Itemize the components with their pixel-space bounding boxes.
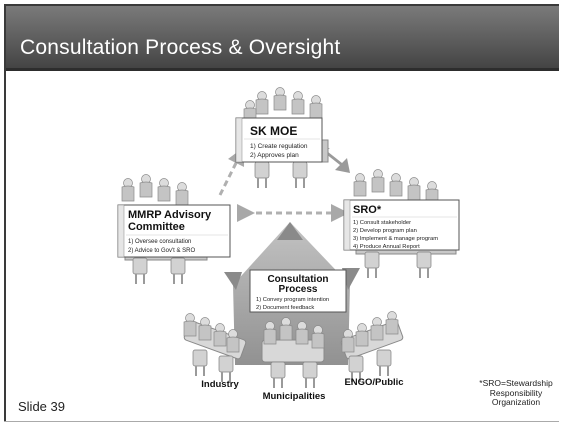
municipalities-group [261, 317, 325, 389]
consultation-item-1: 1) Convey program intention [256, 297, 329, 303]
consultation-title-2: Process [279, 284, 318, 295]
sro-item-1: 1) Consult stakeholder [353, 220, 411, 226]
title-bar: Consultation Process & Oversight [6, 6, 559, 68]
arrow-advisory-to-moe [218, 146, 245, 196]
engo-group [340, 311, 404, 383]
municipalities-label: Municipalities [263, 391, 326, 402]
arrow-up-head [277, 222, 303, 240]
arrow-left-head [224, 272, 242, 290]
footnote-line-2: Responsibility [489, 387, 543, 398]
industry-label: Industry [201, 379, 239, 390]
footnote-line-3: Organization [491, 397, 541, 407]
footnote: *SRO=Stewardship Responsibility Organiza… [470, 378, 562, 408]
advisory-item-2: 2) Advice to Gov't & SRO [128, 248, 196, 254]
consultation-title-1: Consultation [267, 274, 328, 285]
industry-group [183, 313, 247, 383]
slide-title: Consultation Process & Oversight [20, 36, 341, 59]
moe-title: SK MOE [250, 124, 297, 138]
advisory-card: MMRP Advisory Committee 1) Oversee consu… [117, 204, 231, 258]
moe-card: SK MOE 1) Create regulation 2) Approves … [235, 117, 323, 163]
sro-item-4: 4) Produce Annual Report [353, 244, 420, 250]
sro-card: SRO* 1) Consult stakeholder 2) Develop p… [343, 199, 460, 251]
moe-item-2: 2) Approves plan [250, 152, 299, 159]
sro-item-2: 2) Develop program plan [353, 228, 417, 234]
advisory-item-1: 1) Oversee consultation [128, 239, 191, 245]
dashed-arrows [218, 146, 349, 222]
consultation-item-2: 2) Document feedback [256, 305, 314, 311]
sro-item-3: 3) Implement & manage program [353, 236, 438, 242]
slide-border-top [4, 4, 559, 6]
title-underline [6, 68, 559, 71]
advisory-title-1: MMRP Advisory [128, 209, 212, 221]
consultation-card: Consultation Process 1) Convey program i… [249, 269, 347, 313]
slide-number: Slide 39 [18, 399, 65, 414]
bottom-rule [4, 421, 559, 422]
sro-title: SRO* [353, 204, 382, 216]
moe-item-1: 1) Create regulation [250, 143, 308, 150]
slide-border-left [4, 4, 6, 422]
footnote-line-1: *SRO=Stewardship [479, 378, 553, 388]
engo-label: ENGO/Public [344, 377, 403, 388]
advisory-title-2: Committee [128, 221, 185, 233]
